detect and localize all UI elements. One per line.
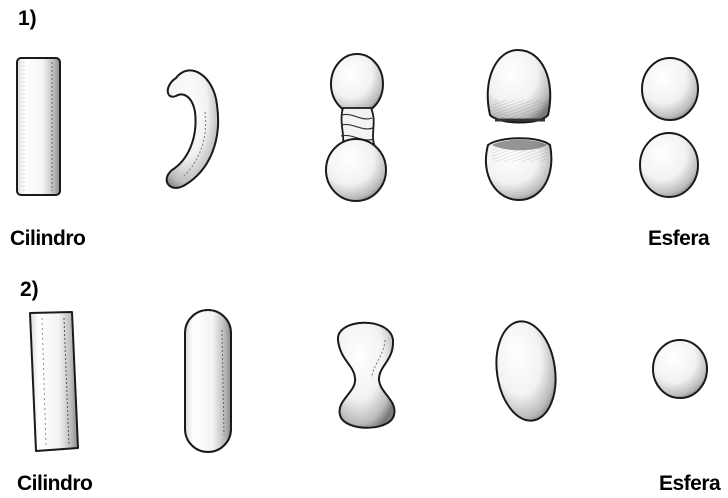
row-1-curved-rod	[167, 70, 218, 187]
row-1-twisted-dumbbell	[326, 54, 386, 201]
row-2-rod	[185, 310, 231, 452]
row-2-dumbbell	[338, 323, 395, 428]
row-2-sphere	[653, 340, 707, 398]
row-1-splitting-ovoid	[486, 50, 551, 200]
row-1-cylinder	[17, 58, 60, 195]
row-2-cylinder	[30, 312, 78, 451]
row-2-ovoid	[490, 317, 561, 424]
row-1-twin-spheres	[640, 58, 698, 197]
